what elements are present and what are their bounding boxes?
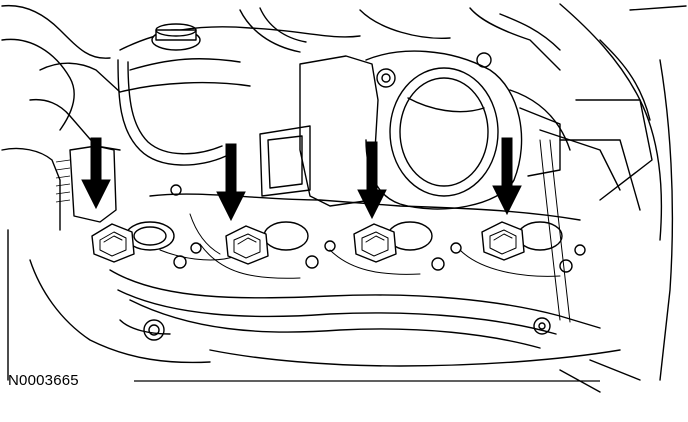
callout-arrow-1	[81, 137, 111, 210]
ignition-coil-3	[353, 223, 397, 263]
callout-arrow-2	[216, 143, 246, 222]
wiring-harness	[109, 139, 601, 349]
figure-id-label: N0003665	[8, 372, 79, 389]
engine-background	[1, 3, 687, 393]
ignition-coil-2	[225, 225, 269, 265]
ignition-coil-1	[91, 223, 135, 263]
ignition-coil-4	[481, 221, 525, 261]
callout-arrow-3	[357, 141, 387, 220]
callout-arrow-4	[492, 137, 522, 216]
rail-bolts	[170, 184, 586, 273]
